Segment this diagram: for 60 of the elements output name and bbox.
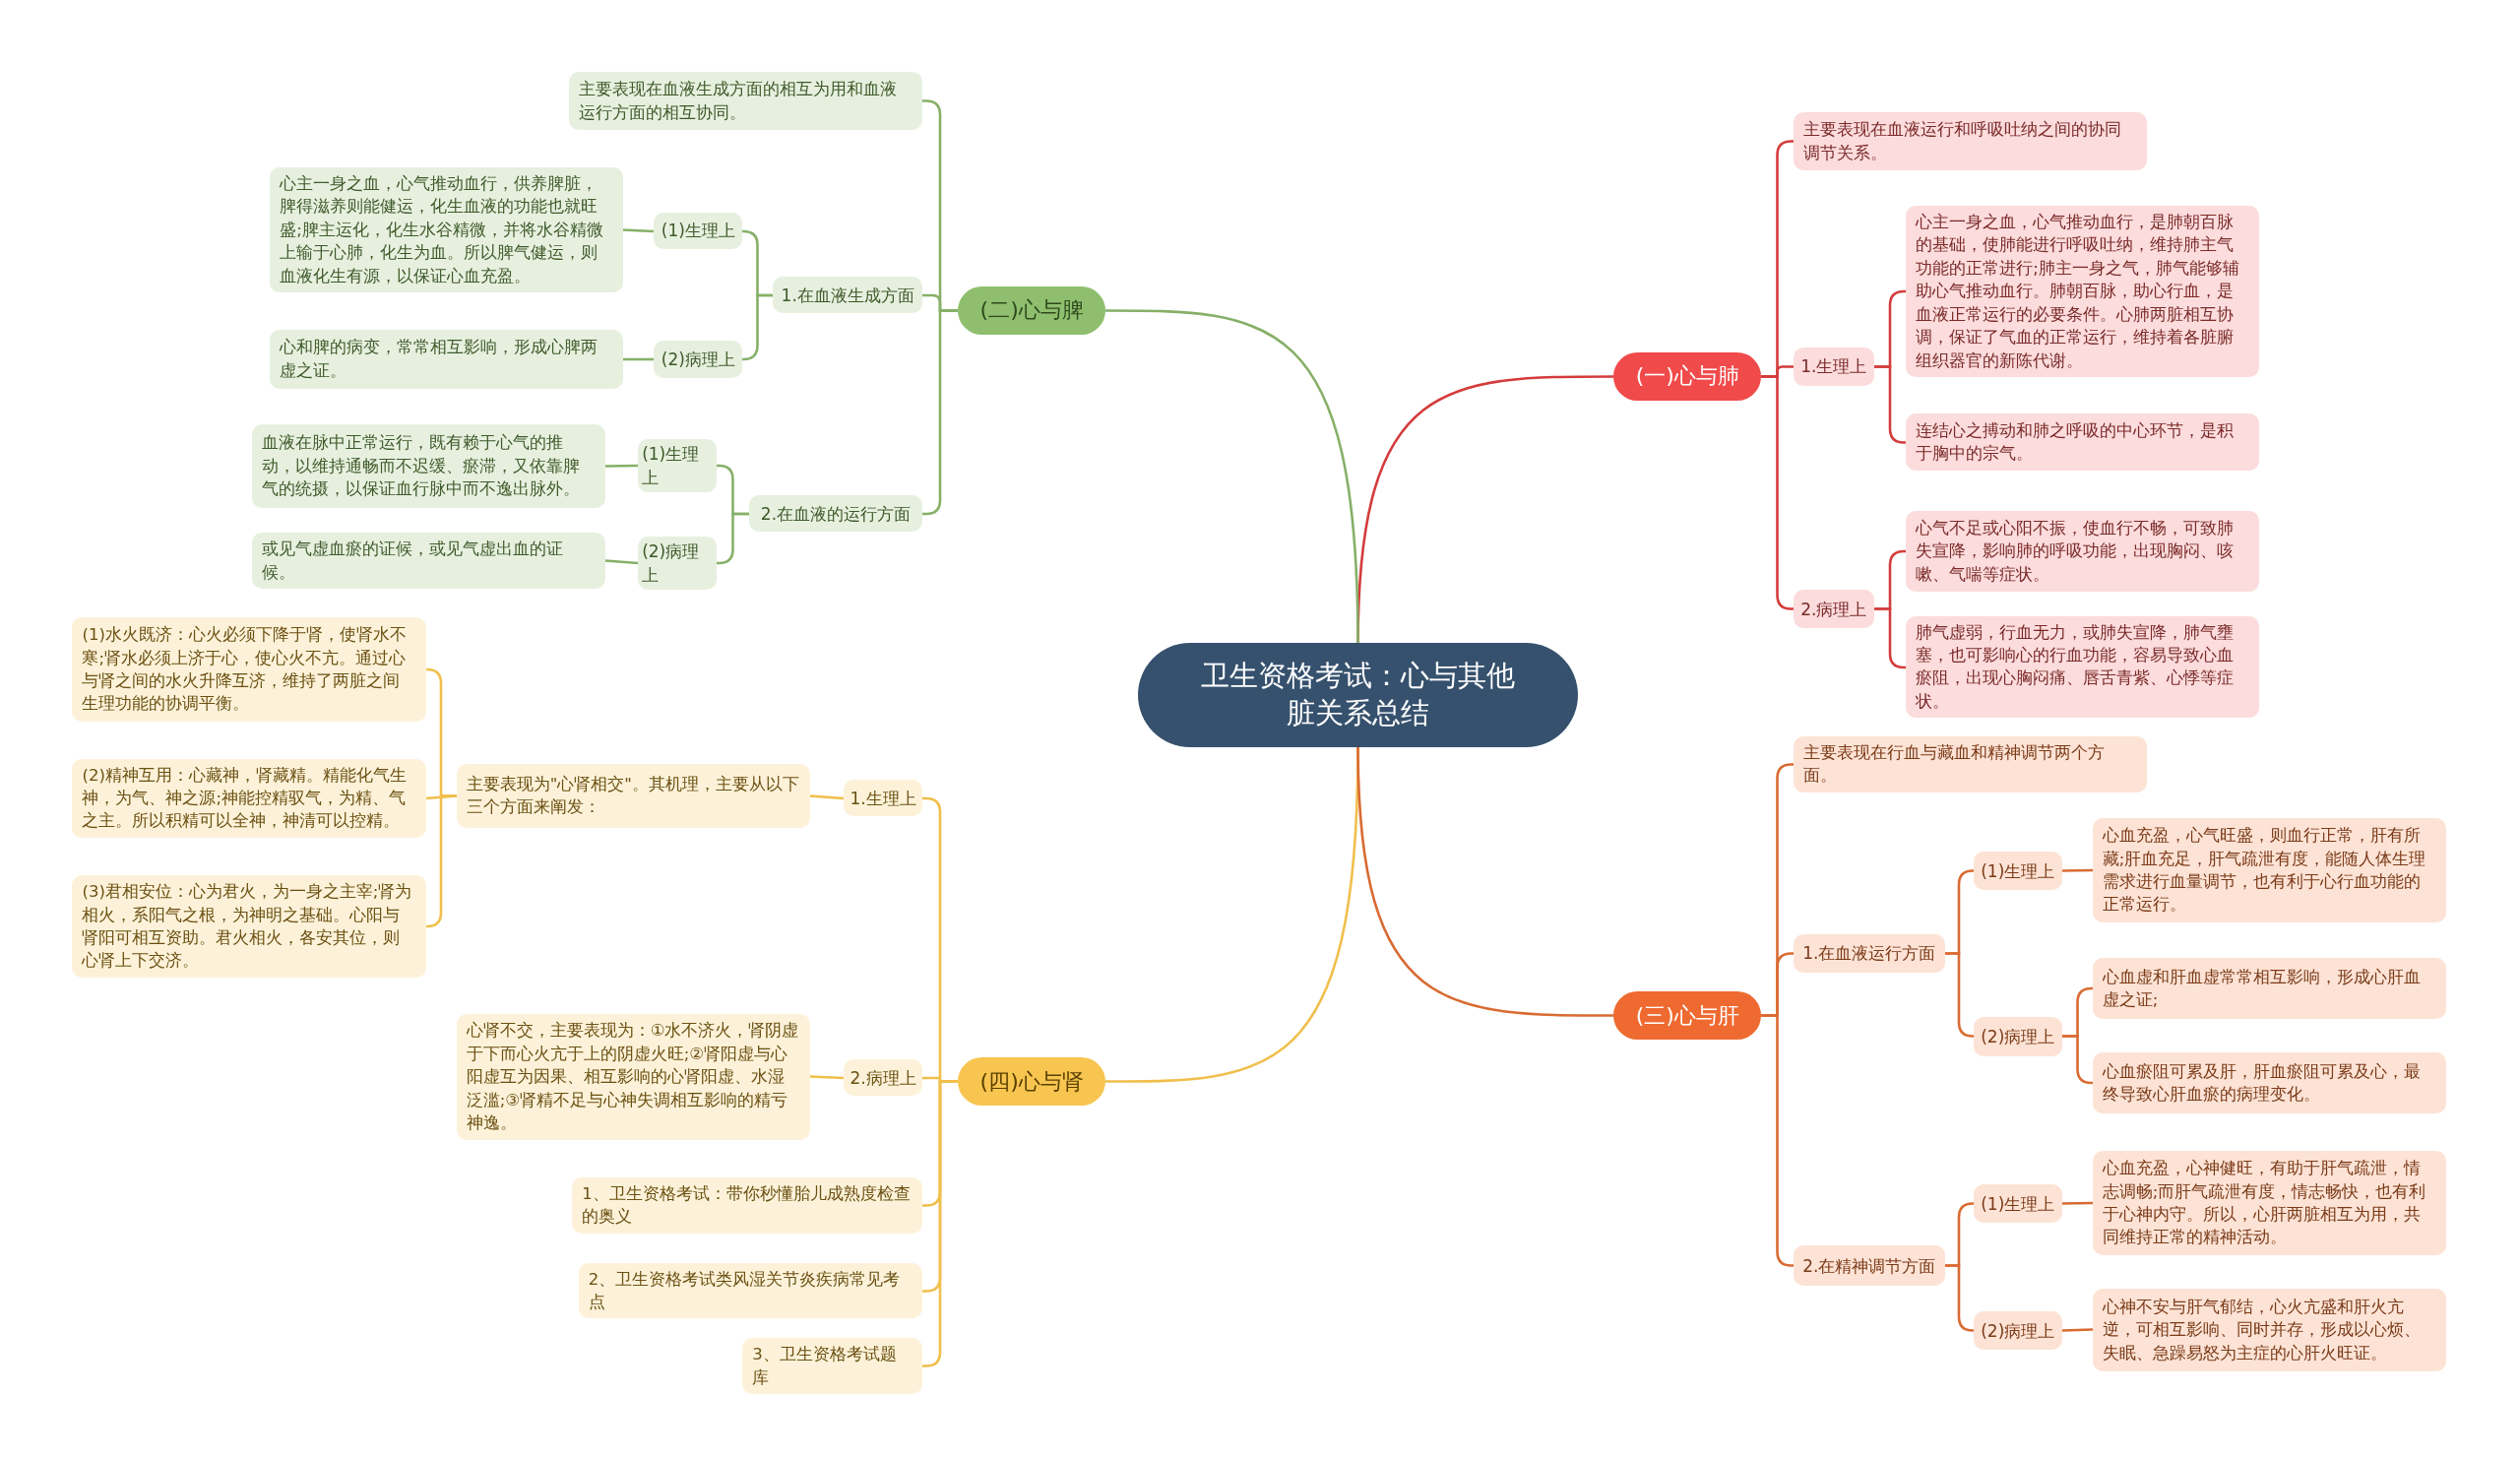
subtopic-label: 1.生理上 — [1794, 347, 1874, 386]
note-box: 心血虚和肝血虚常常相互影响，形成心肝血虚之证; — [2092, 958, 2446, 1020]
connector-line — [809, 1075, 845, 1080]
note-box: 心气不足或心阳不振，使血行不畅，可致肺失宣降，影响肺的呼吸功能，出现胸闷、咳嗽、气喘等症状。 — [1906, 511, 2260, 592]
note-box: 心肾不交，主要表现为：①水不济火，肾阴虚于下而心火亢于上的阴虚火旺;②肾阳虚与心阳虚互为因果、相互影响的心肾阳虚、水湿泛滥;③肾精不足与心神失调相互影响的精亏神逸。 — [456, 1014, 810, 1140]
note-box: 血液在脉中正常运行，既有赖于心气的推动，以维持通畅而不迟缓、瘀滞，又依靠脾气的统摄，以保证血行脉中而不逸出脉外。 — [252, 424, 606, 508]
connector-line — [809, 794, 845, 800]
note-box: 心神不安与肝气郁结，心火亢盛和肝火亢逆，可相互影响、同时并存，形成以心烦、失眠、急躁易怒为主症的心肝火旺证。 — [2092, 1289, 2446, 1371]
branch-topic: (四)心与肾 — [958, 1057, 1106, 1107]
connector-line — [1944, 1264, 1975, 1332]
subtopic-label: 1.在血液运行方面 — [1794, 933, 1945, 973]
note-box: 主要表现在血液生成方面的相互为用和血液运行方面的相互协同。 — [568, 72, 923, 131]
subtopic-label: (1)生理上 — [1973, 1184, 2062, 1224]
subtopic-label: 2.在血液的运行方面 — [748, 494, 923, 533]
connector-line — [1944, 952, 1975, 1038]
connector-line — [2061, 868, 2094, 872]
branch-topic: (三)心与肝 — [1613, 991, 1762, 1041]
note-box: 心主一身之血，心气推动血行，是肺朝百脉的基础，使肺能进行呼吸吐纳，维持肺主气功能的正常进行;肺主一身之气，肺气能够辅助心气推动血行。肺朝百脉，助心行血，是血液正常运行的必要条件。心肺两脏相互协调，保证了气血的正常运行，维持着各脏腑组织器官的新陈代谢。 — [1906, 205, 2260, 377]
subtopic-label: 1.生理上 — [844, 779, 923, 817]
connector-line — [2062, 1035, 2094, 1085]
connector-line — [2061, 1201, 2094, 1205]
note-box: 心血瘀阻可累及肝，肝血瘀阻可累及心，最终导致心肝血瘀的病理变化。 — [2092, 1052, 2446, 1114]
subtopic-label: (1)生理上 — [638, 438, 718, 492]
subtopic-label: (2)病理上 — [1973, 1017, 2062, 1056]
connector-line — [741, 293, 773, 361]
subtopic-label: 2.病理上 — [1794, 590, 1874, 629]
connector-line — [605, 464, 638, 468]
note-box: 主要表现在行血与藏血和精神调节两个方面。 — [1794, 735, 2148, 792]
note-box: 心主一身之血，心气推动血行，供养脾脏，脾得滋养则能健运，化生血液的功能也就旺盛;脾主运化，化生水谷精微，并将水谷精微上输于心肺，化生为血。所以脾气健运，则血液化生有源，以保证心血充盈。 — [270, 166, 624, 293]
connector-line — [1105, 309, 1359, 646]
subtopic-label: 2.病理上 — [844, 1058, 923, 1097]
note-box: 主要表现为"心肾相交"。其机理，主要从以下三个方面来阐发： — [456, 763, 810, 828]
note-box: 心血充盈，心神健旺，有助于肝气疏泄，情志调畅;而肝气疏泄有度，情志畅快，也有利于心神内守。所以，心肝两脏相互为用，共同维持正常的精神活动。 — [2092, 1150, 2446, 1256]
subtopic-label: (2)病理上 — [1973, 1311, 2062, 1351]
note-box: 或见气虚血瘀的证候，或见气虚出血的证候。 — [252, 533, 606, 590]
subtopic-label: (2)病理上 — [654, 341, 743, 378]
note-box: (3)君相安位：心为君火，为一身之主宰;肾为相火，系阳气之根，为神明之基础。心阳与肾阳可相互资助。君火相火，各安其位，则心肾上下交济。 — [72, 875, 426, 978]
note-box: 2、卫生资格考试类风湿关节炎疾病常见考点 — [578, 1262, 923, 1319]
branch-topic: (一)心与肺 — [1613, 351, 1762, 401]
subtopic-label: (1)生理上 — [1973, 852, 2062, 891]
note-box: 心血充盈，心气旺盛，则血行正常，肝有所藏;肝血充足，肝气疏泄有度，能随人体生理需求进行血量调节，也有利于心行血功能的正常运行。 — [2092, 818, 2446, 923]
note-box: (2)精神互用：心藏神，肾藏精。精能化气生神，为气、神之源;神能控精驭气，为精、气之主。所以积精可以全神，神清可以控精。 — [72, 758, 426, 838]
note-box: 心和脾的病变，常常相互影响，形成心脾两虚之证。 — [270, 329, 624, 390]
note-box: 连结心之搏动和肺之呼吸的中心环节，是积于胸中的宗气。 — [1906, 412, 2260, 472]
note-box: (1)水火既济：心火必须下降于肾，使肾水不寒;肾水必须上济于心，使心火不亢。通过心与肾之间的水火升降互济，维持了两脏之间生理功能的协调平衡。 — [72, 616, 426, 723]
note-box: 1、卫生资格考试：带你秒懂胎儿成熟度检查的奥义 — [572, 1177, 923, 1234]
connector-line — [2061, 1328, 2094, 1332]
connector-line — [623, 357, 654, 361]
connector-line — [604, 559, 639, 565]
subtopic-label: 2.在精神调节方面 — [1794, 1245, 1945, 1287]
subtopic-label: (2)病理上 — [638, 537, 718, 591]
branch-topic: (二)心与脾 — [958, 285, 1106, 335]
note-box: 3、卫生资格考试题库 — [742, 1338, 923, 1395]
connector-line — [717, 512, 749, 565]
subtopic-label: 1.在血液生成方面 — [773, 276, 923, 314]
central-topic: 卫生资格考试：心与其他脏关系总结 — [1137, 643, 1579, 748]
note-box: 主要表现在血液运行和呼吸吐纳之间的协同调节关系。 — [1794, 112, 2148, 171]
subtopic-label: (1)生理上 — [654, 212, 743, 250]
note-box: 肺气虚弱，行血无力，或肺失宣降，肺气壅塞，也可影响心的行血功能，容易导致心血瘀阻，出现心胸闷痛、唇舌青紫、心悸等症状。 — [1906, 615, 2260, 719]
connector-line — [622, 228, 655, 233]
